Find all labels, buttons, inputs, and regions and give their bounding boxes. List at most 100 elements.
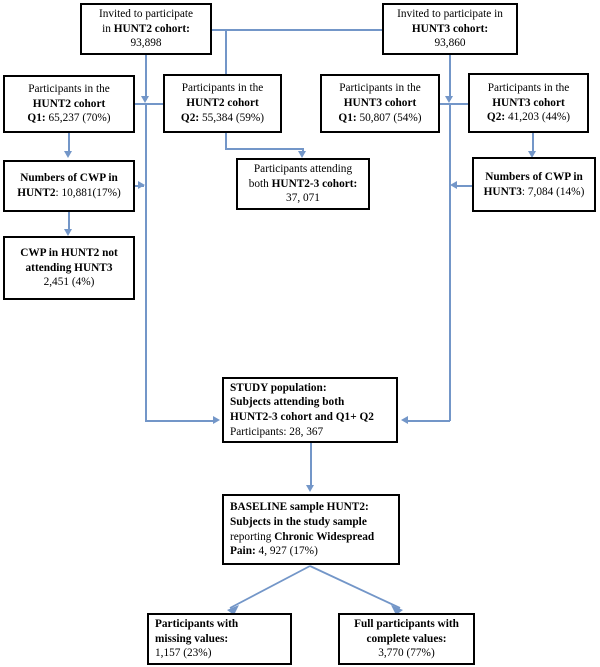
node-invited-hunt2[interactable]: Invited to participate in HUNT2 cohort: … (80, 3, 212, 55)
connector-invited-hunt2-down (145, 55, 147, 100)
invited-hunt3-line1: Invited to participate in (397, 8, 503, 20)
invited-hunt2-line2-prefix: in (102, 22, 114, 35)
attending-both-line3: 37, 071 (286, 192, 320, 205)
attending-both-line1: Participants attending (253, 163, 353, 175)
cwp-hunt2-label: HUNT2 (17, 187, 56, 199)
node-invited-hunt3[interactable]: Invited to participate in HUNT3 cohort: … (382, 3, 518, 55)
attending-both-line2: both HUNT2-3 cohort: (249, 177, 358, 192)
cwp-hunt2-line1: Numbers of CWP in (20, 172, 118, 185)
baseline-line3-bold: Chronic Widespread (274, 530, 375, 543)
cwp-hunt3-label: HUNT3 (483, 185, 522, 198)
node-complete-values[interactable]: Full participants with complete values: … (338, 613, 475, 665)
invited-hunt2-line3: 93,898 (130, 37, 162, 50)
hunt3-q1-line2: HUNT3 cohort (343, 97, 417, 110)
invited-hunt2-line2: in HUNT2 cohort: (102, 22, 190, 37)
connector-study-to-baseline (310, 443, 312, 487)
hunt2-q2-label: Q2: (180, 111, 200, 124)
connector-hunt3-trunk-down (449, 103, 451, 421)
hunt2-q1-line1: Participants in the (28, 82, 110, 95)
hunt3-q2-value: 41,203 (44%) (505, 111, 571, 124)
node-study-population[interactable]: STUDY population: Subjects attending bot… (222, 377, 398, 443)
cwp-not-attending-line2: attending HUNT3 (25, 261, 113, 274)
invited-hunt3-line3: 93,860 (434, 37, 466, 50)
arrowhead-study-to-baseline (305, 485, 314, 492)
node-hunt2-q1[interactable]: Participants in the HUNT2 cohort Q1: 65,… (3, 75, 135, 133)
hunt2-q1-value: 65,237 (70%) (45, 112, 111, 125)
complete-values-line3: 3,770 (77%) (378, 647, 435, 660)
node-cwp-hunt2[interactable]: Numbers of CWP in HUNT2: 10,881(17%) (3, 160, 135, 212)
invited-hunt2-line2-bold: HUNT2 cohort: (113, 22, 190, 35)
hunt2-q2-line2: HUNT2 cohort (186, 97, 259, 110)
study-population-line2: Subjects attending both (230, 396, 345, 409)
node-baseline-sample[interactable]: BASELINE sample HUNT2: Subjects in the s… (222, 494, 400, 565)
cwp-not-attending-line1: CWP in HUNT2 not (20, 246, 118, 259)
invited-hunt3-line2: HUNT3 cohort: (411, 22, 489, 35)
missing-values-line1: Participants with (155, 618, 239, 630)
hunt2-q1-label: Q1: (27, 112, 46, 125)
hunt2-q2-line1: Participants in the (181, 82, 264, 95)
hunt3-q2-line2: HUNT3 cohort (492, 96, 565, 109)
arrowhead-hunt2-trunk-to-study (213, 416, 220, 424)
baseline-line3: reporting Chronic Widespread (230, 530, 374, 545)
arrowhead-cwp-hunt3-to-trunk (450, 181, 457, 189)
complete-values-line1: Full participants with (354, 618, 459, 630)
arrowhead-hunt3-trunk-to-study (401, 416, 408, 424)
cwp-hunt3-line2: HUNT3: 7,084 (14%) (484, 185, 585, 200)
arrowhead-attending-both (298, 151, 306, 158)
hunt2-q2-value: 55,384 (59%) (199, 111, 265, 124)
connector-invited-hunt3-down (449, 55, 451, 100)
attending-both-line2-bold: HUNT2-3 cohort: (271, 177, 358, 190)
connector-cwp-to-notattending (68, 212, 70, 232)
node-hunt2-q2[interactable]: Participants in the HUNT2 cohort Q2: 55,… (163, 74, 282, 133)
connector-hunt3-trunk-to-study (408, 420, 450, 422)
connector-hunt2q1-to-cwp (68, 132, 70, 153)
cwp-hunt2-value: : 10,881(17%) (55, 187, 121, 199)
connector-cwp-hunt3-to-trunk (455, 185, 473, 187)
connector-invited-hunt2-to-hunt3 (212, 29, 383, 31)
hunt2-q1-line2: HUNT2 cohort (32, 97, 106, 110)
hunt3-q1-value: 50,807 (54%) (356, 111, 422, 124)
node-cwp-hunt3[interactable]: Numbers of CWP in HUNT3: 7,084 (14%) (472, 157, 596, 212)
arrowhead-cwp-hunt2-to-trunk (138, 181, 145, 189)
node-hunt3-q1[interactable]: Participants in the HUNT3 cohort Q1: 50,… (320, 74, 440, 133)
baseline-line2: Subjects in the study sample (230, 515, 367, 528)
hunt3-q1-line1: Participants in the (339, 82, 421, 95)
node-cwp-not-attending[interactable]: CWP in HUNT2 not attending HUNT3 2,451 (… (3, 236, 135, 300)
hunt3-q2-line1: Participants in the (487, 81, 570, 94)
arrowhead-invited-hunt2-down (140, 96, 149, 103)
baseline-line4-label: Pain: (230, 545, 256, 558)
cwp-hunt3-value: : 7,084 (14%) (521, 185, 585, 198)
hunt3-q1-line3: Q1: 50,807 (54%) (338, 111, 421, 126)
connector-hunt2-trunk-to-study (145, 420, 215, 422)
baseline-line1: BASELINE sample HUNT2: (230, 501, 369, 514)
study-population-line1: STUDY population: (230, 381, 327, 394)
baseline-line4: Pain: 4, 927 (17%) (230, 544, 318, 559)
arrowhead-hunt3q2-to-cwp (527, 151, 536, 158)
hunt3-q2-line3: Q2: 41,203 (44%) (487, 110, 570, 125)
hunt3-q2-label: Q2: (486, 111, 506, 124)
connector-hunt3q2-to-cwp (532, 133, 534, 154)
connector-baseline-split (227, 565, 403, 615)
baseline-line3-prefix: reporting (230, 530, 275, 543)
complete-values-line2: complete values: (366, 632, 447, 645)
node-hunt3-q2[interactable]: Participants in the HUNT3 cohort Q2: 41,… (468, 73, 589, 133)
baseline-line4-value: 4, 927 (17%) (255, 545, 318, 558)
arrowhead-invited-hunt3-down (444, 96, 453, 103)
arrowhead-hunt2q1-to-cwp (63, 151, 72, 158)
hunt2-q1-line3: Q1: 65,237 (70%) (27, 111, 110, 126)
invited-hunt2-line1: Invited to participate (98, 8, 194, 20)
hunt2-q2-line3: Q2: 55,384 (59%) (181, 111, 264, 126)
cwp-hunt2-line2: HUNT2: 10,881(17%) (17, 186, 121, 201)
connector-hunt2-trunk-down (145, 103, 147, 421)
study-population-line3: HUNT2-3 cohort and Q1+ Q2 (230, 411, 374, 423)
arrowhead-cwp-to-notattending (63, 229, 72, 236)
connector-hunt3-q1-q2-bus (430, 103, 474, 105)
connector-attending-both-across (225, 148, 303, 150)
node-missing-values[interactable]: Participants with missing values: 1,157 … (147, 613, 292, 665)
missing-values-line3: 1,157 (23%) (155, 647, 212, 660)
study-population-line4: Participants: 28, 367 (230, 425, 324, 438)
missing-values-line2: missing values: (155, 632, 229, 645)
cwp-hunt3-line1: Numbers of CWP in (485, 170, 583, 183)
node-attending-both[interactable]: Participants attending both HUNT2-3 coho… (236, 158, 370, 210)
